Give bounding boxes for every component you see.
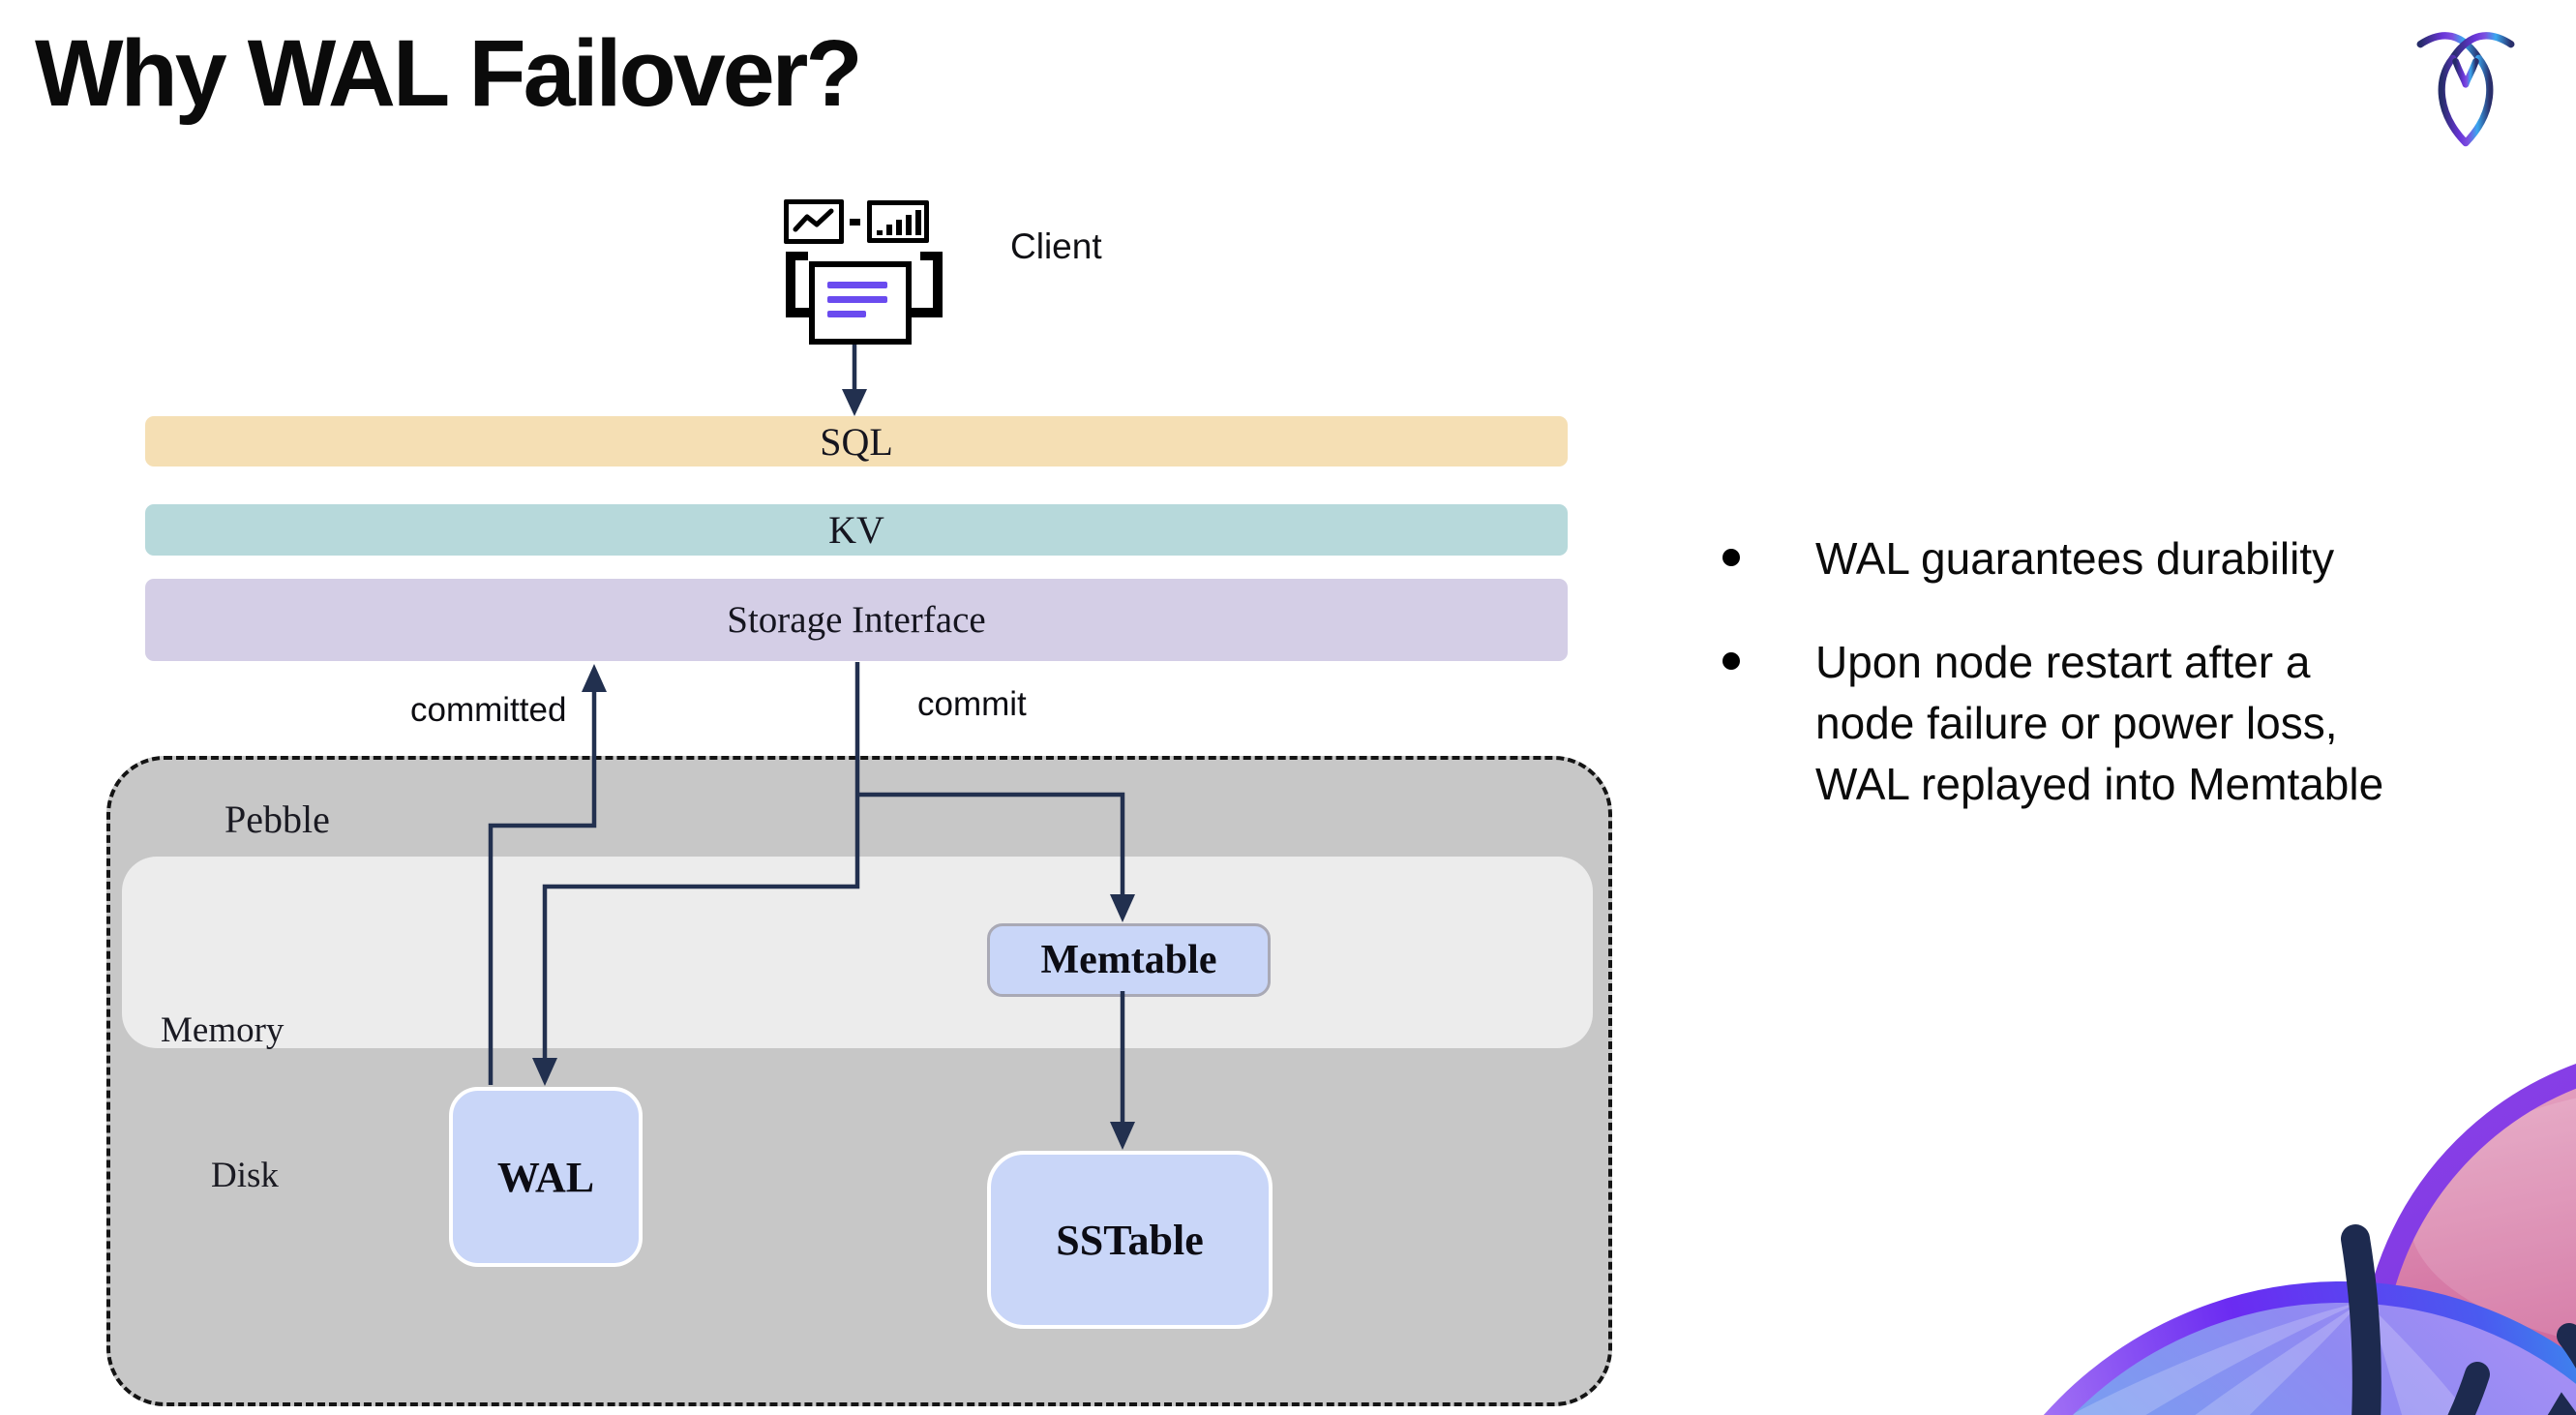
list-item: WAL guarantees durability: [1721, 528, 2543, 589]
bar-chart-glyph: [877, 210, 921, 235]
committed-arrowhead: [582, 664, 607, 692]
cockroachdb-logo-icon: [2411, 27, 2520, 153]
sstable-node-label: SSTable: [1056, 1216, 1204, 1264]
client-to-sql-arrowhead: [842, 389, 867, 416]
list-item: Upon node restart after a node failure o…: [1721, 632, 2543, 815]
bullet-dot-icon: [1722, 652, 1740, 670]
sql-layer-bar: SQL: [145, 416, 1568, 467]
kv-layer-label: KV: [828, 508, 884, 552]
wal-node: WAL: [449, 1087, 643, 1267]
commit-edge-label: commit: [917, 685, 1027, 723]
client-monitors-icon: [782, 196, 943, 345]
bullet-dot-icon: [1722, 549, 1740, 566]
sstable-node: SSTable: [987, 1151, 1273, 1329]
bullet-text: WAL replayed into Memtable: [1815, 759, 2384, 809]
pebble-container: Pebble Memory Disk WAL Memtable SSTable: [106, 756, 1612, 1406]
sql-layer-label: SQL: [820, 419, 893, 464]
connector-dash: [850, 219, 860, 226]
document-icon: [809, 261, 912, 345]
bullet-list: WAL guarantees durability Upon node rest…: [1721, 528, 2543, 858]
page-title: Why WAL Failover?: [35, 20, 863, 126]
bullet-text: Upon node restart after a: [1815, 637, 2311, 687]
storage-interface-label: Storage Interface: [727, 599, 986, 641]
brand-orbs-artwork: [1935, 919, 2576, 1415]
pebble-label: Pebble: [225, 798, 330, 841]
bar-chart-monitor-icon: [867, 200, 929, 243]
memtable-node: Memtable: [987, 923, 1271, 997]
storage-interface-layer-bar: Storage Interface: [145, 579, 1568, 661]
bullet-text: node failure or power loss,: [1815, 698, 2338, 748]
kv-layer-bar: KV: [145, 504, 1568, 556]
client-label: Client: [1010, 226, 1102, 266]
memtable-node-label: Memtable: [1040, 938, 1217, 982]
wal-node-label: WAL: [496, 1153, 595, 1201]
memory-region: [122, 857, 1593, 1048]
committed-edge-label: committed: [410, 691, 567, 729]
disk-label: Disk: [211, 1156, 279, 1195]
bullet-text: WAL guarantees durability: [1815, 533, 2335, 584]
memory-label: Memory: [161, 1010, 285, 1050]
line-chart-monitor-icon: [784, 199, 844, 244]
